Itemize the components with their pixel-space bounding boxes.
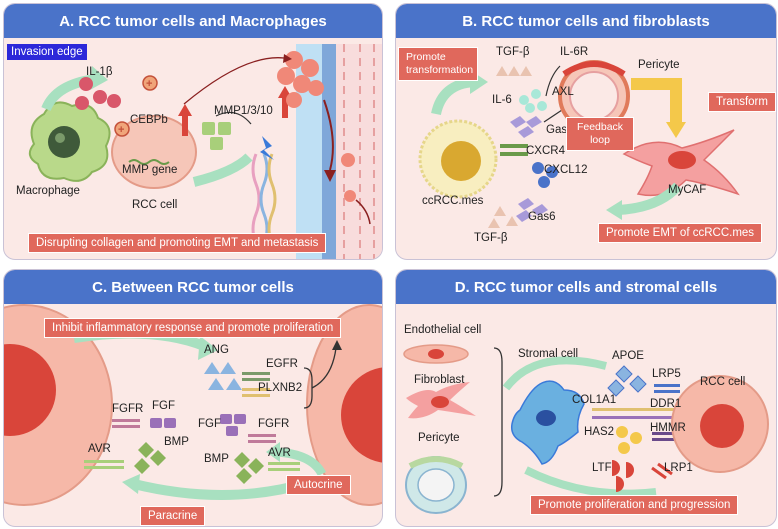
ang-triangle [204, 362, 220, 374]
tgfb-bottom-label: TGF-β [474, 232, 508, 244]
tumor-cluster-cell [285, 51, 303, 69]
panel-b-title: B. RCC tumor cells and fibroblasts [396, 4, 776, 38]
cxcr4-label: CXCR4 [526, 145, 565, 157]
pericyte-d-label: Pericyte [418, 432, 460, 444]
panel-d-title: D. RCC tumor cells and stromal cells [396, 270, 776, 304]
ccrcc-mes-nucleus [441, 141, 481, 181]
egfr-label: EGFR [266, 358, 298, 370]
panel-b-illustration [418, 60, 740, 228]
paracrine-banner: Paracrine [140, 506, 206, 526]
mmp-gene-label: MMP gene [122, 164, 178, 176]
cebpb-label: CEBPb [130, 114, 168, 126]
axl-label: AXL [552, 86, 574, 98]
cxcl12-dot [532, 162, 544, 174]
lrp1-label: LRP1 [664, 462, 693, 474]
mmp-square [202, 122, 215, 135]
panel-d-illustration [403, 344, 769, 514]
left-nucleus [4, 344, 56, 436]
apoe-label: APOE [612, 350, 644, 362]
cxcl12-label: CXCL12 [544, 164, 588, 176]
il1b-label: IL-1β [86, 66, 113, 78]
rcc-cell-label: RCC cell [132, 199, 178, 211]
panel-c: C. Between RCC tumor cells [3, 269, 383, 527]
plxnb2-label: PLXNB2 [258, 382, 303, 394]
transform-banner: Transform [708, 92, 776, 112]
macrophage-label: Macrophage [16, 185, 80, 197]
fgfr-left-label: FGFR [112, 403, 144, 415]
mycaf-nucleus [668, 151, 696, 169]
panel-a: A. RCC tumor cells and Macrophages + + [3, 3, 383, 260]
autocrine-banner: Autocrine [286, 475, 351, 495]
pericyte-label: Pericyte [638, 59, 680, 71]
endothelial-label: Endothelial cell [404, 324, 482, 336]
plus-icon [142, 75, 158, 91]
hmmr-label: HMMR [650, 422, 686, 434]
cxcr4-receptor [500, 144, 528, 148]
fibroblast-label: Fibroblast [414, 374, 465, 386]
plus-icon-2 [114, 121, 130, 137]
avr-right-label: AVR [268, 447, 291, 459]
rcc-cell-shape [111, 115, 197, 189]
panel-c-banner: Inhibit inflammatory response and promot… [44, 318, 342, 338]
mmp-label: MMP1/3/10 [214, 105, 273, 117]
feedback-loop-banner: Feedback loop [566, 117, 634, 151]
col1a1-label: COL1A1 [572, 394, 617, 406]
fgfr-right-label: FGFR [258, 418, 290, 430]
rcc-cell-d-label: RCC cell [700, 376, 746, 388]
tgfb-triangle [496, 66, 508, 76]
panel-d-banner: Promote proliferation and progression [530, 495, 739, 515]
ltf-label: LTF [592, 462, 612, 474]
ang-label: ANG [204, 344, 229, 356]
fgf-right-label: FGF [198, 418, 221, 430]
invasion-edge-label: Invasion edge [7, 44, 87, 60]
ddr1-label: DDR1 [650, 398, 682, 410]
panel-a-banner: Disrupting collagen and promoting EMT an… [28, 233, 327, 253]
il6-label: IL-6 [492, 94, 512, 106]
panel-c-title: C. Between RCC tumor cells [4, 270, 382, 304]
fgf-left-label: FGF [152, 400, 175, 412]
tgfb-top-label: TGF-β [496, 46, 530, 58]
panel-a-illustration: + + [28, 44, 382, 259]
il6-dot [519, 95, 529, 105]
panel-d: D. RCC tumor cells and stromal cells [395, 269, 777, 527]
has2-label: HAS2 [584, 426, 615, 438]
mycaf-label: MyCAF [668, 184, 707, 196]
svg-text:+: + [146, 78, 152, 90]
lrp5-label: LRP5 [652, 368, 681, 380]
gas6-shape [510, 116, 526, 128]
panel-c-illustration [4, 304, 382, 506]
right-nucleus [341, 367, 382, 463]
gas6-bottom-label: Gas6 [528, 211, 556, 223]
bmp-left-label: BMP [164, 436, 189, 448]
bmp-right-label: BMP [204, 453, 229, 465]
lightning-icon [260, 136, 274, 160]
up-arrow-mmp [282, 96, 288, 118]
rcc-nucleus [700, 404, 744, 448]
stromal-label: Stromal cell [518, 348, 579, 360]
macrophage-nucleus [48, 126, 80, 158]
il6r-label: IL-6R [560, 46, 589, 58]
promote-transformation-banner: Promote transformation [398, 47, 478, 81]
up-arrow-cebpb [182, 114, 188, 136]
panel-b-banner: Promote EMT of ccRCC.mes [598, 223, 763, 243]
avr-left-label: AVR [88, 443, 111, 455]
ccrcc-mes-label: ccRCC.mes [422, 195, 484, 207]
panel-b: B. RCC tumor cells and fibroblasts [395, 3, 777, 260]
panel-a-title: A. RCC tumor cells and Macrophages [4, 4, 382, 38]
il1b-dot [79, 77, 93, 91]
svg-text:+: + [118, 124, 124, 136]
